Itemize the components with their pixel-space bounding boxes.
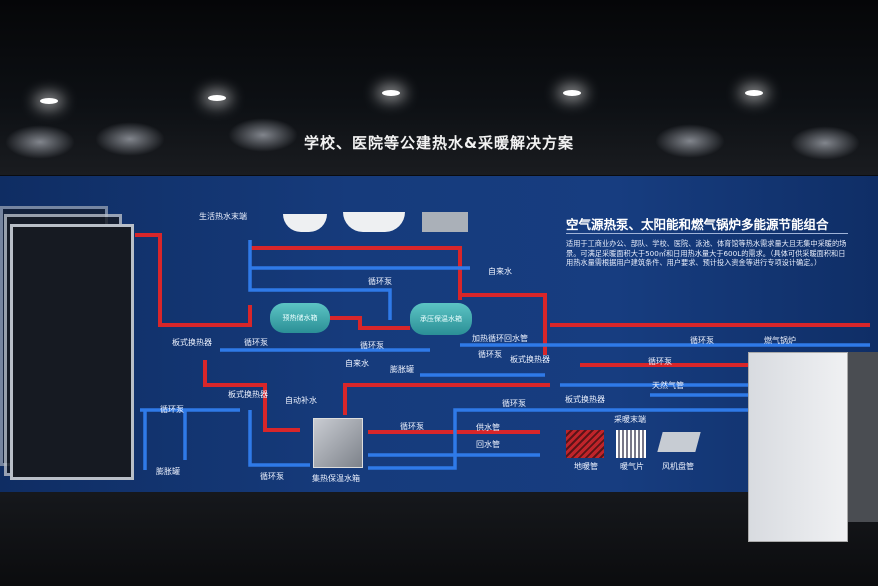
preheat-tank: 预热储水箱 <box>270 303 330 333</box>
label: 膨胀罐 <box>390 365 414 374</box>
ceiling-light <box>382 90 400 96</box>
floor-heating-icon <box>566 430 604 458</box>
label: 循环泵 <box>368 277 392 286</box>
label: 循环泵 <box>648 357 672 366</box>
page-title: 学校、医院等公建热水&采暖解决方案 <box>303 134 575 152</box>
ceiling-glow <box>790 126 860 160</box>
solar-storage-tank <box>313 418 363 468</box>
label: 循环泵 <box>690 336 714 345</box>
radiator-icon <box>616 430 646 458</box>
label: 地暖管 <box>574 462 598 471</box>
label: 循环泵 <box>360 341 384 350</box>
label: 自动补水 <box>285 396 317 405</box>
floor <box>0 492 878 586</box>
label: 膨胀罐 <box>156 467 180 476</box>
label: 采暖末端 <box>614 415 646 424</box>
label: 循环泵 <box>400 422 424 431</box>
label: 循环泵 <box>160 405 184 414</box>
solar-panel <box>10 224 134 480</box>
cold-pipes <box>140 240 870 470</box>
fan-coil-icon <box>657 432 701 452</box>
label: 板式换热器 <box>228 390 268 399</box>
ceiling-glow <box>655 124 725 158</box>
washbasin <box>283 214 327 232</box>
kitchen-sink <box>422 212 468 232</box>
label: 板式换热器 <box>510 355 550 364</box>
divider <box>566 233 848 234</box>
label: 燃气锅炉 <box>764 336 796 345</box>
label: 自来水 <box>345 359 369 368</box>
ceiling-light <box>208 95 226 101</box>
info-description: 适用于工商业办公、部队、学校、医院、泳池、体育馆等热水需求量大且无集中采暖的场景… <box>566 239 847 267</box>
label: 循环泵 <box>260 472 284 481</box>
gas-boiler <box>748 352 848 542</box>
ceiling-glow <box>95 122 165 156</box>
label: 回水管 <box>476 440 500 449</box>
label: 循环泵 <box>478 350 502 359</box>
label: 集热保温水箱 <box>312 474 360 483</box>
label: 自来水 <box>488 267 512 276</box>
label: 板式换热器 <box>172 338 212 347</box>
ceiling-glow <box>5 125 75 159</box>
label: 循环泵 <box>502 399 526 408</box>
label: 加热循环回水管 <box>472 334 528 343</box>
ceiling-light <box>745 90 763 96</box>
ceiling-light <box>563 90 581 96</box>
info-heading: 空气源热泵、太阳能和燃气锅炉多能源节能组合 <box>566 217 829 232</box>
label: 生活热水末端 <box>199 212 247 221</box>
hot-pipes <box>135 233 870 434</box>
ceiling: 学校、医院等公建热水&采暖解决方案 <box>0 0 878 175</box>
pressure-tank: 承压保温水箱 <box>410 303 472 335</box>
ceiling-glow <box>228 118 298 152</box>
label: 循环泵 <box>244 338 268 347</box>
ceiling-light <box>40 98 58 104</box>
label: 供水管 <box>476 423 500 432</box>
label: 风机盘管 <box>662 462 694 471</box>
label: 暖气片 <box>620 462 644 471</box>
washbasin <box>343 212 405 232</box>
label: 板式换热器 <box>565 395 605 404</box>
label: 天然气管 <box>652 381 684 390</box>
